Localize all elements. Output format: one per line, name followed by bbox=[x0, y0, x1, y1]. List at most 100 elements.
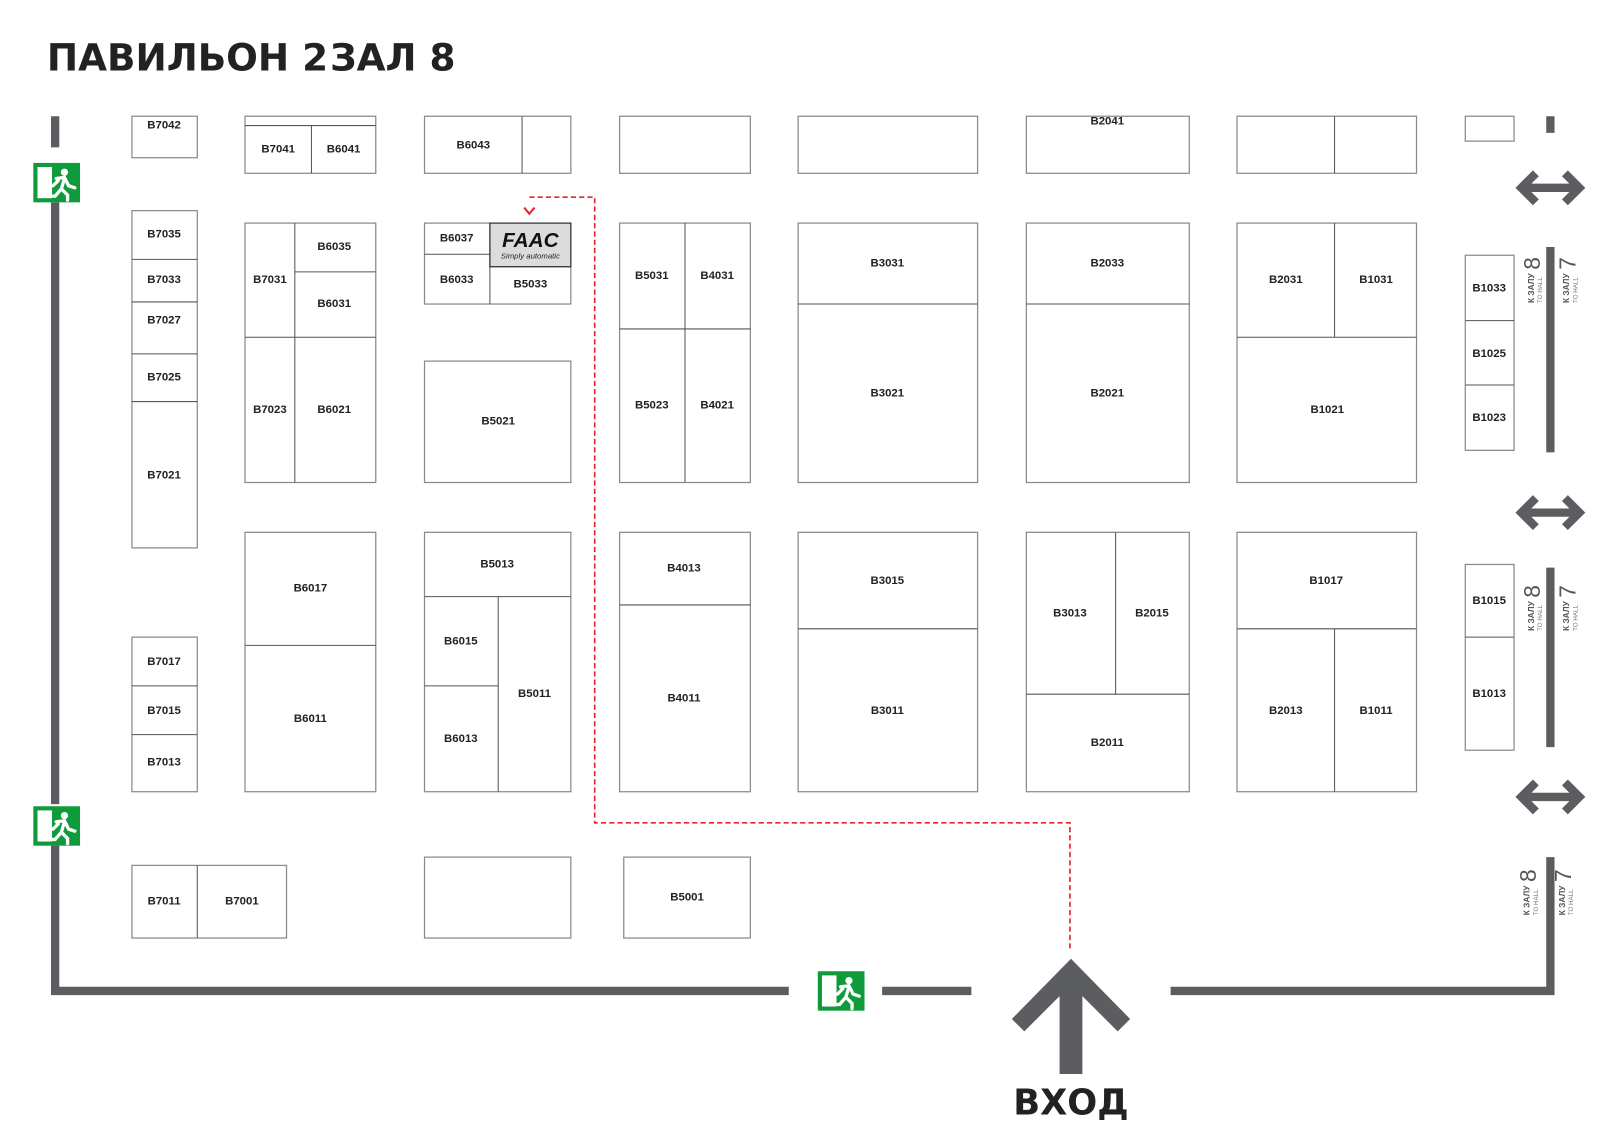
booth-block[interactable] bbox=[131, 636, 198, 793]
booth-label[interactable]: B7013 bbox=[147, 757, 181, 769]
booth-label[interactable]: B5001 bbox=[670, 892, 704, 904]
booth-label[interactable]: B2031 bbox=[1269, 274, 1303, 286]
booth-label[interactable]: B4031 bbox=[700, 270, 734, 282]
booth-block[interactable] bbox=[423, 856, 572, 939]
exhibitor-faac[interactable]: FAAC Simply automatic bbox=[489, 222, 572, 268]
booth-label[interactable]: B2013 bbox=[1269, 705, 1303, 717]
booth-block[interactable] bbox=[1025, 222, 1190, 484]
booth-block[interactable] bbox=[618, 531, 751, 793]
booth-label[interactable]: B6043 bbox=[456, 139, 490, 151]
booth-label[interactable]: B1015 bbox=[1472, 595, 1506, 607]
svg-text:К ЗАЛУ: К ЗАЛУ bbox=[1526, 273, 1536, 303]
booth-label[interactable]: B7041 bbox=[261, 143, 295, 155]
booth-block[interactable] bbox=[1464, 115, 1515, 142]
svg-text:К ЗАЛУ: К ЗАЛУ bbox=[1561, 600, 1571, 630]
booth-block[interactable] bbox=[244, 222, 377, 484]
route-path bbox=[523, 196, 1071, 950]
booth-label[interactable]: B6015 bbox=[444, 635, 478, 647]
booth-block[interactable] bbox=[1025, 531, 1190, 793]
entrance-arrow-icon bbox=[1011, 958, 1131, 1074]
booth-block[interactable] bbox=[131, 115, 198, 159]
booth-label[interactable]: B5023 bbox=[635, 400, 669, 412]
booth-block[interactable] bbox=[131, 864, 288, 939]
booth-label[interactable]: B1025 bbox=[1472, 348, 1506, 360]
booth-block[interactable] bbox=[423, 360, 572, 484]
svg-text:TO HALL: TO HALL bbox=[1568, 889, 1575, 915]
svg-text:TO HALL: TO HALL bbox=[1537, 605, 1544, 631]
booth-block[interactable] bbox=[1236, 531, 1418, 793]
booth-label[interactable]: B3031 bbox=[871, 258, 905, 270]
booth-label[interactable]: B5021 bbox=[481, 415, 515, 427]
booth-label[interactable]: B6037 bbox=[440, 233, 474, 245]
svg-text:К ЗАЛУ: К ЗАЛУ bbox=[1526, 600, 1536, 630]
booth-block[interactable] bbox=[797, 222, 979, 484]
booth-label[interactable]: B2015 bbox=[1135, 607, 1169, 619]
booth-label[interactable]: B1021 bbox=[1310, 404, 1344, 416]
booth-block[interactable] bbox=[797, 531, 979, 793]
booth-label[interactable]: B4013 bbox=[667, 563, 701, 575]
booth-block[interactable] bbox=[1236, 222, 1418, 484]
emergency-exit-icon bbox=[33, 162, 81, 203]
booth-label[interactable]: B6013 bbox=[444, 733, 478, 745]
booth-label[interactable]: B7015 bbox=[147, 705, 181, 717]
booth-label[interactable]: B6017 bbox=[294, 582, 328, 594]
booth-block[interactable] bbox=[1236, 115, 1418, 174]
booth-block[interactable] bbox=[618, 115, 751, 174]
booth-label[interactable]: B6035 bbox=[317, 241, 351, 253]
booth-block[interactable] bbox=[623, 856, 751, 939]
booth-label[interactable]: B7031 bbox=[253, 274, 287, 286]
booth-label[interactable]: B2033 bbox=[1090, 258, 1124, 270]
booth-block[interactable] bbox=[244, 531, 377, 793]
booth-label[interactable]: B1013 bbox=[1472, 688, 1506, 700]
booth-label[interactable]: B7025 bbox=[147, 372, 181, 384]
booth-label[interactable]: B1033 bbox=[1472, 282, 1506, 294]
svg-text:TO HALL: TO HALL bbox=[1572, 277, 1579, 303]
pavilion-title: ПАВИЛЬОН 2 bbox=[47, 36, 328, 80]
booth-label[interactable]: B6011 bbox=[294, 713, 328, 725]
booth-label[interactable]: B5031 bbox=[635, 270, 669, 282]
emergency-exit-icon bbox=[817, 971, 865, 1011]
booth-label[interactable]: B5013 bbox=[480, 558, 514, 570]
booth-label[interactable]: B6033 bbox=[440, 274, 474, 286]
svg-text:8: 8 bbox=[1515, 869, 1541, 882]
booth-block[interactable] bbox=[423, 115, 572, 174]
booth-label[interactable]: B7001 bbox=[225, 896, 259, 908]
booth-label[interactable]: B7033 bbox=[147, 274, 181, 286]
booth-block[interactable] bbox=[797, 115, 979, 174]
booth-label[interactable]: B2041 bbox=[1090, 115, 1124, 127]
booth-block[interactable] bbox=[1025, 115, 1190, 174]
booth-label[interactable]: B3013 bbox=[1053, 607, 1087, 619]
booth-label[interactable]: B6041 bbox=[327, 143, 361, 155]
booth-label[interactable]: B3011 bbox=[871, 705, 905, 717]
booth-label[interactable]: B1031 bbox=[1359, 274, 1393, 286]
booth-label[interactable]: B5033 bbox=[514, 278, 548, 290]
booth-label[interactable]: B7017 bbox=[147, 656, 181, 668]
booth-label[interactable]: B7035 bbox=[147, 229, 181, 241]
route-arrow-icon bbox=[523, 206, 536, 216]
booth-label[interactable]: B7011 bbox=[148, 896, 182, 908]
hall-walls bbox=[50, 116, 1555, 996]
booth-label[interactable]: B2021 bbox=[1090, 387, 1124, 399]
booth-label[interactable]: B5011 bbox=[518, 688, 552, 700]
booth-label[interactable]: B7042 bbox=[147, 120, 181, 132]
booth-label[interactable]: B7027 bbox=[147, 315, 181, 327]
booth-label[interactable]: B1017 bbox=[1309, 575, 1343, 587]
svg-text:TO HALL: TO HALL bbox=[1537, 277, 1544, 303]
booth-label[interactable]: B1023 bbox=[1472, 412, 1506, 424]
booth-label[interactable]: B7023 bbox=[253, 404, 287, 416]
booth-label[interactable]: B3021 bbox=[871, 387, 905, 399]
booth-label[interactable]: B1011 bbox=[1360, 705, 1394, 717]
booth-label[interactable]: B2011 bbox=[1091, 737, 1125, 749]
booth-label[interactable]: B4021 bbox=[700, 400, 734, 412]
booth-label[interactable]: B6021 bbox=[317, 404, 351, 416]
booth-label[interactable]: B6031 bbox=[317, 298, 351, 310]
booth-label[interactable]: B3015 bbox=[871, 575, 905, 587]
booth-label[interactable]: B4011 bbox=[667, 692, 701, 704]
booth-block[interactable] bbox=[131, 210, 198, 549]
booth-block[interactable] bbox=[1464, 254, 1515, 451]
booth-label[interactable]: B7021 bbox=[147, 469, 181, 481]
booth-block[interactable] bbox=[1464, 563, 1515, 751]
